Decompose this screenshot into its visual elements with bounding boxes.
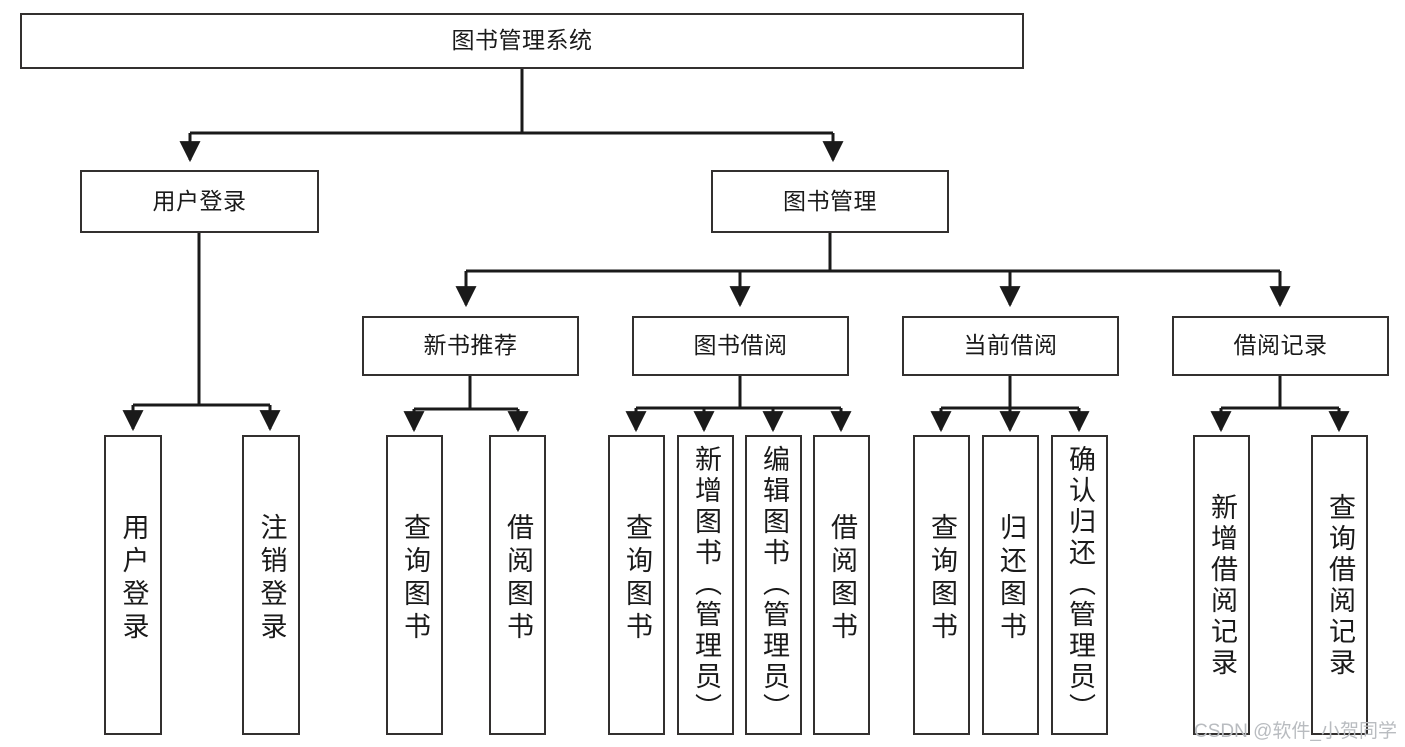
node-label: 编辑图书（管理员） [759, 445, 789, 724]
node-label: 查询图书 [400, 513, 430, 645]
leaf-new-book-query-book[interactable]: 查询图书 [386, 435, 443, 735]
node-label: 用户登录 [152, 187, 247, 214]
node-label: 注销登录 [256, 513, 287, 645]
leaf-current-borrow-query-book[interactable]: 查询图书 [913, 435, 970, 735]
watermark-text: CSDN @软件_小贺同学 [1194, 721, 1397, 742]
node-new-book-recommend[interactable]: 新书推荐 [362, 316, 579, 376]
node-label: 查询借阅记录 [1325, 493, 1355, 679]
node-label: 新书推荐 [423, 332, 518, 359]
node-user-login[interactable]: 用户登录 [80, 170, 319, 233]
node-label: 图书管理系统 [451, 27, 593, 54]
node-label: 归还图书 [996, 513, 1026, 645]
node-label: 新增图书（管理员） [691, 445, 721, 724]
leaf-user-login-logout[interactable]: 注销登录 [242, 435, 300, 735]
node-label: 新增借阅记录 [1207, 493, 1237, 679]
node-label: 借阅图书 [503, 513, 533, 645]
node-label: 借阅记录 [1233, 332, 1328, 359]
node-current-borrow[interactable]: 当前借阅 [902, 316, 1119, 376]
node-label: 借阅图书 [827, 513, 857, 645]
node-book-borrow[interactable]: 图书借阅 [632, 316, 849, 376]
leaf-book-borrow-query-book[interactable]: 查询图书 [608, 435, 665, 735]
leaf-current-borrow-return-book[interactable]: 归还图书 [982, 435, 1039, 735]
leaf-new-book-borrow-book[interactable]: 借阅图书 [489, 435, 546, 735]
node-book-management[interactable]: 图书管理 [711, 170, 949, 233]
leaf-current-borrow-confirm-return-admin[interactable]: 确认归还（管理员） [1051, 435, 1108, 735]
node-label: 查询图书 [622, 513, 652, 645]
leaf-book-borrow-borrow-book[interactable]: 借阅图书 [813, 435, 870, 735]
node-label: 查询图书 [927, 513, 957, 645]
node-label: 确认归还（管理员） [1065, 445, 1095, 724]
leaf-borrow-record-add-record[interactable]: 新增借阅记录 [1193, 435, 1250, 735]
node-label: 图书借阅 [693, 332, 788, 359]
node-root-book-management-system[interactable]: 图书管理系统 [20, 13, 1024, 69]
leaf-borrow-record-query-record[interactable]: 查询借阅记录 [1311, 435, 1368, 735]
node-label: 用户登录 [118, 513, 149, 645]
node-label: 图书管理 [783, 187, 877, 214]
node-borrow-record[interactable]: 借阅记录 [1172, 316, 1389, 376]
leaf-user-login-login[interactable]: 用户登录 [104, 435, 162, 735]
node-label: 当前借阅 [963, 332, 1058, 359]
leaf-book-borrow-add-book-admin[interactable]: 新增图书（管理员） [677, 435, 734, 735]
leaf-book-borrow-edit-book-admin[interactable]: 编辑图书（管理员） [745, 435, 802, 735]
